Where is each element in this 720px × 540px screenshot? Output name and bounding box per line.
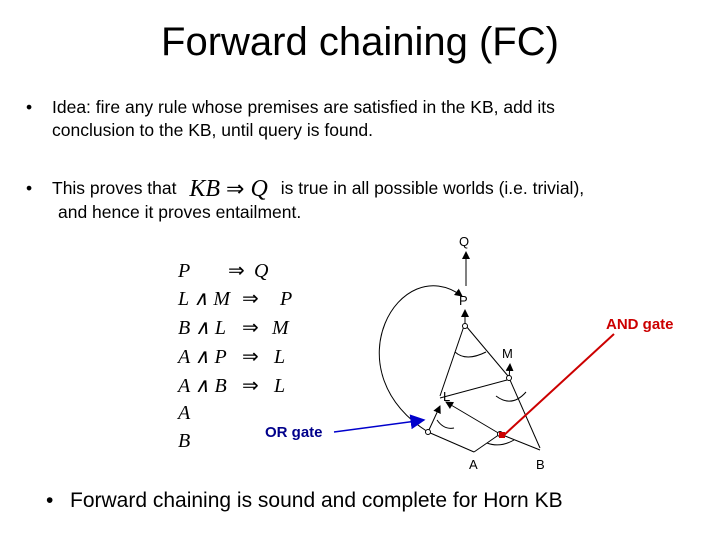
- rule-row: B ∧ L ⇒ M: [178, 315, 289, 340]
- rule-arrow: ⇒: [242, 317, 259, 339]
- formula-kb: KB: [189, 176, 221, 202]
- bullet-idea-line2: conclusion to the KB, until query is fou…: [52, 120, 374, 140]
- or-gate-pointer: [333, 414, 426, 433]
- node-l: L: [443, 389, 451, 404]
- rule-rhs: L: [274, 346, 286, 368]
- rule-rhs: L: [274, 375, 286, 397]
- gate-l2-out: [445, 401, 501, 435]
- node-a: A: [469, 457, 478, 472]
- rule-rhs: M: [272, 317, 289, 339]
- rule-row: A ∧ P ⇒ L: [178, 344, 285, 369]
- rule-row: L ∧ M ⇒ P: [178, 286, 292, 311]
- rule-lhs: L ∧ M: [178, 288, 231, 310]
- kb-implies-q-formula: KB⇒Q: [189, 177, 267, 201]
- edge-l-m: [439, 379, 508, 399]
- slide-title: Forward chaining (FC): [161, 20, 559, 64]
- and-gate-arc-l: [486, 439, 515, 446]
- rule-row: A ∧ B ⇒ L: [178, 373, 285, 398]
- and-gate-pointer: [502, 333, 615, 437]
- edge-a-l-or: [427, 431, 475, 453]
- edge-b-m: [509, 379, 541, 449]
- or-gate-label: OR gate: [265, 424, 323, 441]
- bullet-proves: • This proves that KB⇒Q is true in all p…: [26, 177, 692, 224]
- rule-lhs: A: [178, 402, 191, 424]
- bullet-sound-complete: • Forward chaining is sound and complete…: [46, 488, 710, 514]
- bullet-dot: •: [46, 489, 54, 512]
- bullet-proves-after: is true in all possible worlds (i.e. tri…: [280, 178, 585, 198]
- rule-rhs: P: [280, 288, 293, 310]
- gate-l1-out: [427, 405, 441, 433]
- gate-dot-l1: [425, 429, 431, 435]
- edge-a-p: [378, 285, 463, 433]
- gate-dot-m: [506, 375, 512, 381]
- bullet-proves-before: This proves that: [52, 178, 177, 198]
- and-gate-pointer-tip: [499, 432, 505, 438]
- and-gate-arc-p: [454, 351, 487, 358]
- bullet-dot: •: [26, 97, 33, 117]
- rule-arrow: ⇒: [242, 375, 259, 397]
- rule-rhs: Q: [254, 260, 269, 282]
- rule-arrow: ⇒: [228, 260, 245, 282]
- gate-dot-p: [462, 323, 468, 329]
- rule-arrow: ⇒: [242, 288, 259, 310]
- bullet-sound-complete-text: Forward chaining is sound and complete f…: [70, 489, 563, 512]
- node-p: P: [459, 293, 468, 308]
- node-q: Q: [459, 234, 470, 249]
- node-m: M: [502, 346, 513, 361]
- and-gate-arc-l1: [436, 419, 455, 429]
- formula-q: Q: [250, 176, 268, 202]
- and-gate-arc-m: [495, 391, 527, 402]
- rule-lhs: A ∧ B: [178, 375, 227, 397]
- bullet-dot: •: [26, 178, 33, 198]
- rule-lhs: P: [178, 260, 191, 282]
- bullet-idea: • Idea: fire any rule whose premises are…: [26, 96, 692, 142]
- rule-row: P ⇒ Q: [178, 258, 268, 283]
- edge-b-l: [499, 433, 541, 451]
- bullet-proves-line2: and hence it proves entailment.: [58, 202, 302, 222]
- rule-lhs: B: [178, 430, 191, 452]
- rule-lhs: A ∧ P: [178, 346, 227, 368]
- edge-l-p: [439, 325, 465, 397]
- node-b: B: [536, 457, 545, 472]
- rule-arrow: ⇒: [242, 346, 259, 368]
- rule-row: A: [178, 402, 190, 425]
- bullet-idea-line1: Idea: fire any rule whose premises are s…: [52, 97, 555, 117]
- and-gate-label: AND gate: [606, 316, 674, 333]
- rule-row: B: [178, 430, 190, 453]
- edge-m-p: [465, 325, 509, 377]
- formula-arrow: ⇒: [226, 176, 245, 201]
- rule-lhs: B ∧ L: [178, 317, 226, 339]
